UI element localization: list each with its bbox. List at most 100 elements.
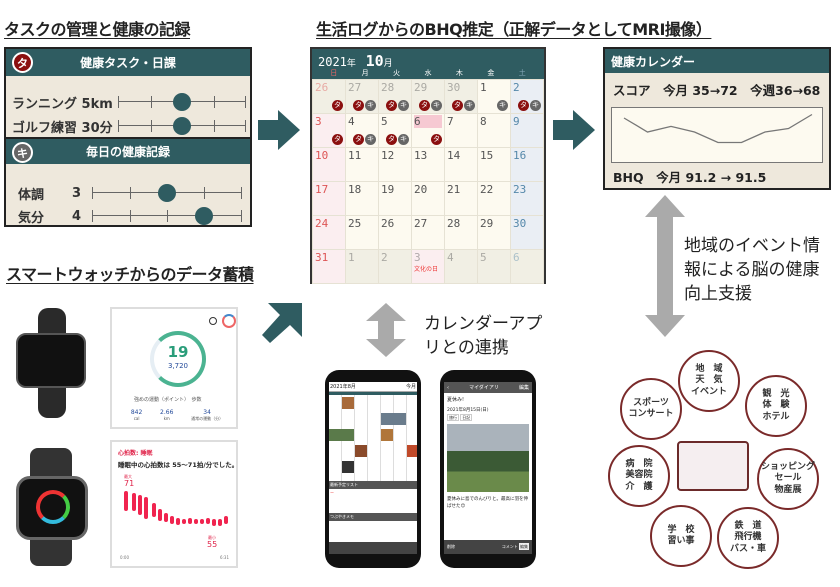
task-chip-icon[interactable]: タ	[332, 100, 343, 111]
calendar-day[interactable]: 29	[477, 215, 511, 250]
calendar-day[interactable]: 12	[378, 147, 412, 182]
calendar-day[interactable]: 20	[411, 181, 445, 216]
calendar-day[interactable]: 5	[477, 249, 511, 284]
this-month-button[interactable]: 今月	[405, 384, 416, 390]
slider-knob[interactable]	[173, 117, 191, 135]
record-chip-icon[interactable]: キ	[398, 100, 409, 111]
comment-button[interactable]: コメント	[501, 544, 518, 549]
calendar-day[interactable]: 13	[411, 147, 445, 182]
day-number: 29	[480, 217, 494, 230]
record-chip-icon[interactable]: キ	[464, 100, 475, 111]
calendar-day[interactable]: 5 タキ	[378, 113, 412, 148]
task-chip-icon[interactable]: タ	[518, 100, 529, 111]
calendar-day[interactable]: 6	[510, 249, 544, 284]
calendar-day[interactable]: 31	[312, 249, 346, 284]
weekday-label: 月	[361, 69, 369, 77]
heart-rate-bar	[200, 519, 204, 524]
task-chip-icon[interactable]: タ	[452, 100, 463, 111]
condition-slider[interactable]	[92, 184, 242, 202]
calendar-day[interactable]: 17	[312, 181, 346, 216]
calendar-day[interactable]: 21	[444, 181, 478, 216]
calendar-day[interactable]: 28	[444, 215, 478, 250]
phone1-title: 2021年8月	[330, 384, 356, 390]
task-chip-icon[interactable]: タ	[332, 134, 343, 145]
calendar-day[interactable]: 9	[510, 113, 544, 148]
record-chip-icon[interactable]: キ	[398, 134, 409, 145]
calendar-day[interactable]: 15	[477, 147, 511, 182]
heart-rate-bar	[158, 509, 162, 521]
info-icon[interactable]	[209, 317, 217, 325]
calendar-day[interactable]: 23	[510, 181, 544, 216]
calendar-day[interactable]: 8	[477, 113, 511, 148]
calendar-day[interactable]: 2	[378, 249, 412, 284]
calendar-day[interactable]: 27	[411, 215, 445, 250]
slider-knob[interactable]	[195, 207, 213, 225]
calendar-day[interactable]: 1	[345, 249, 379, 284]
task-chip-icon[interactable]: タ	[353, 134, 364, 145]
slider-tick	[130, 210, 131, 222]
calendar-day[interactable]: 18	[345, 181, 379, 216]
calendar-day[interactable]: 24	[312, 215, 346, 250]
row-label: 体調	[18, 188, 45, 203]
delete-button[interactable]: 削除	[447, 544, 455, 549]
tag[interactable]: 日記	[460, 414, 473, 421]
calendar-day[interactable]: 10	[312, 147, 346, 182]
day-number: 5	[480, 251, 487, 264]
day-number: 6	[513, 251, 520, 264]
task-chip-icon[interactable]: タ	[431, 134, 442, 145]
task-chip-icon[interactable]: タ	[419, 100, 430, 111]
calendar-day[interactable]: 25	[345, 215, 379, 250]
profile-ring-icon[interactable]	[222, 314, 236, 328]
circle-school: 学 校 習い事	[650, 505, 712, 567]
calendar-day[interactable]: 7	[444, 113, 478, 148]
slider-knob[interactable]	[173, 93, 191, 111]
task-chip-icon[interactable]: タ	[386, 100, 397, 111]
weekday-label: 火	[393, 69, 401, 77]
slider-knob[interactable]	[158, 184, 176, 202]
calendar-day[interactable]: 11	[345, 147, 379, 182]
mood-slider[interactable]	[92, 207, 242, 225]
golf-slider[interactable]	[118, 117, 246, 135]
arrow-right-head-icon	[278, 110, 300, 150]
edit-bottom-button[interactable]: 編集	[519, 543, 529, 550]
calendar-day[interactable]: 30	[510, 215, 544, 250]
record-chip-icon[interactable]: キ	[365, 100, 376, 111]
heart-rate-bar	[138, 495, 142, 515]
calendar-day[interactable]: 26	[378, 215, 412, 250]
task-chip-icon[interactable]: タ	[386, 134, 397, 145]
calendar-day[interactable]: 16	[510, 147, 544, 182]
calendar-day[interactable]: 4	[444, 249, 478, 284]
bottom-tab-bar[interactable]	[329, 542, 417, 554]
day-number: 9	[513, 115, 520, 128]
day-number: 28	[447, 217, 461, 230]
task-chip-icon[interactable]: タ	[353, 100, 364, 111]
day-number: 6	[414, 115, 442, 128]
back-icon[interactable]: ‹	[447, 384, 449, 391]
record-chip-icon[interactable]: キ	[365, 134, 376, 145]
running-slider[interactable]	[118, 93, 246, 111]
calendar-day[interactable]: 22	[477, 181, 511, 216]
record-chip-icon[interactable]: キ	[431, 100, 442, 111]
tag[interactable]: 旅行	[447, 414, 459, 421]
record-chip-icon[interactable]: キ	[497, 100, 508, 111]
weekday-label: 金	[487, 69, 495, 77]
day-number: 5	[381, 115, 388, 128]
day-number: 30	[513, 217, 527, 230]
edit-button[interactable]: 編集	[518, 385, 529, 391]
record-chip-icon[interactable]: キ	[530, 100, 541, 111]
circle-local-events: 地 域 天 気 イベント	[678, 350, 740, 412]
calendar-day[interactable]: 19	[378, 181, 412, 216]
calendar-day[interactable]: 14	[444, 147, 478, 182]
